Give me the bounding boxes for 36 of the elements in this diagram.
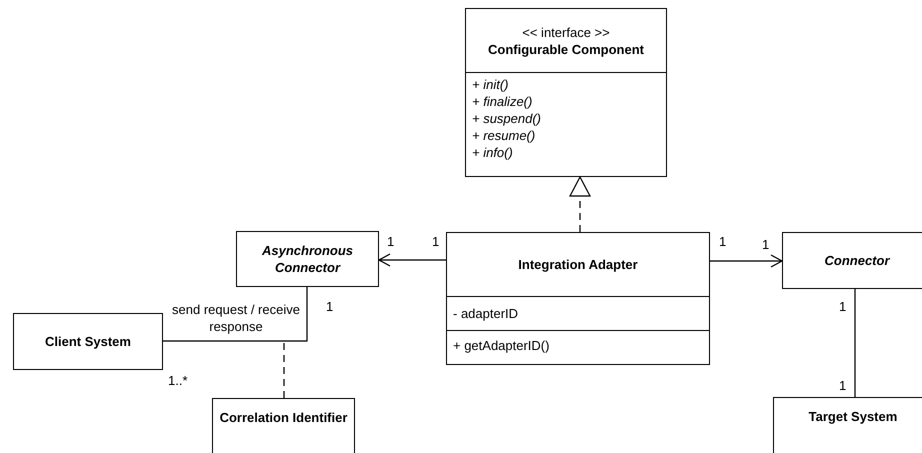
association-arrow (378, 253, 446, 267)
method-label: + getAdapterID() (453, 337, 550, 354)
class-box (236, 231, 379, 287)
multiplicity-label: 1 (719, 235, 726, 249)
method-label: + suspend() (472, 110, 542, 127)
method-label: + finalize() (472, 93, 534, 110)
multiplicity-label: 1 (839, 300, 846, 314)
interface-name: Configurable Component (487, 40, 645, 58)
multiplicity-label: 1 (326, 300, 334, 314)
association-class-link (283, 341, 285, 398)
class-box (446, 232, 710, 365)
multiplicity-label: 1 (387, 235, 394, 249)
multiplicity-label: 1 (839, 379, 846, 393)
class-name: Correlation Identifier (219, 409, 348, 426)
multiplicity-label: 1..* (168, 374, 188, 388)
method-label: + init() (472, 76, 510, 93)
stereotype-label: << interface >> (521, 24, 611, 40)
association-arrow (710, 254, 783, 268)
method-label: + resume() (472, 127, 536, 144)
class-name: Target System (808, 408, 898, 425)
class-box (782, 232, 922, 289)
class-name: Client System (44, 333, 132, 350)
attribute-label: - adapterID (453, 305, 520, 322)
method-label: + info() (472, 144, 514, 161)
class-name: Integration Adapter (517, 256, 639, 273)
class-box (212, 398, 355, 453)
class-name: Asynchronous Connector (260, 242, 354, 276)
interface-box (465, 8, 667, 177)
class-box (773, 397, 922, 453)
multiplicity-label: 1 (432, 235, 440, 249)
association-line (163, 287, 308, 342)
multiplicity-label: 1 (762, 238, 770, 252)
association-line (854, 289, 856, 397)
class-name: Connector (824, 252, 892, 269)
class-box (13, 313, 163, 370)
realization-arrow (569, 176, 591, 232)
